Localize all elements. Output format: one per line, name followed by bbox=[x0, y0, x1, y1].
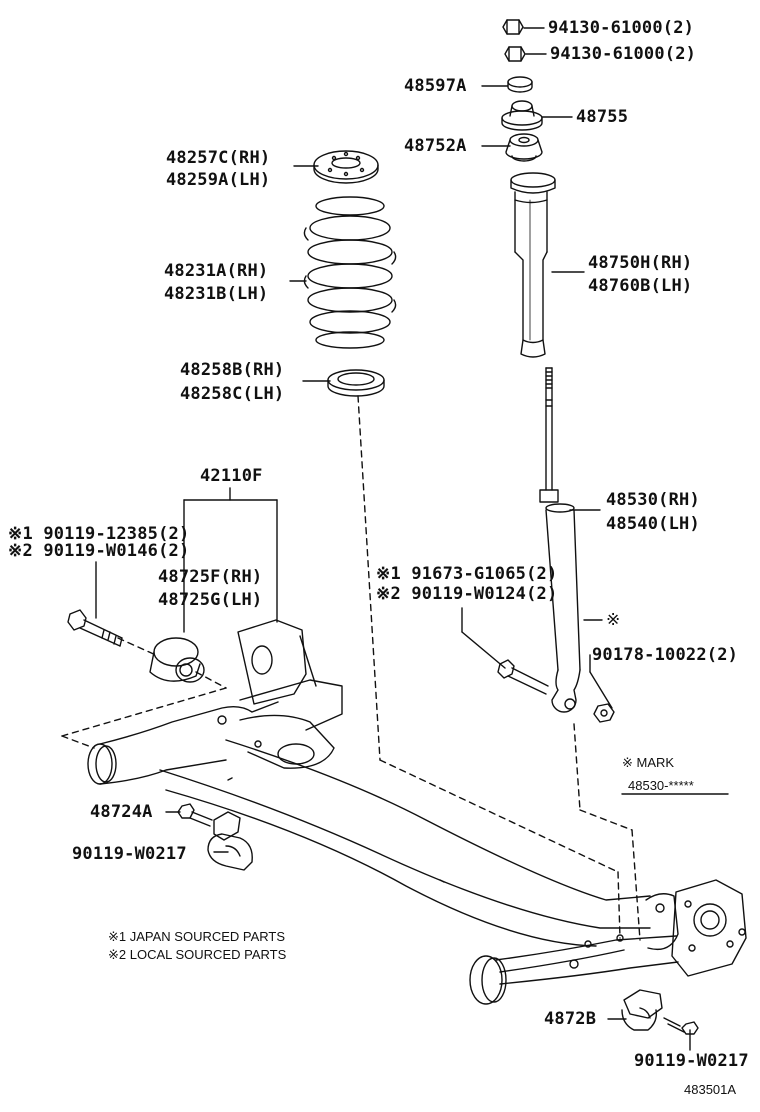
note-japan-sourced: ※1 JAPAN SOURCED PARTS bbox=[108, 929, 286, 944]
bolt-icon bbox=[497, 659, 549, 695]
bolt-icon bbox=[663, 1017, 699, 1035]
part-label-washer: 48597A bbox=[404, 76, 467, 96]
figure-id: 483501A bbox=[684, 1082, 737, 1097]
part-label-spring-seat-upper: 48259A(LH) bbox=[166, 170, 271, 190]
nut-icon bbox=[593, 703, 615, 723]
mount-lower-icon bbox=[505, 133, 543, 162]
part-label-mount-lower: 48752A bbox=[404, 136, 467, 156]
shock-absorber-icon bbox=[539, 367, 581, 713]
part-label-bolt: 48724A bbox=[90, 802, 153, 822]
part-label-axle: 42110F bbox=[200, 466, 263, 486]
part-label-nut: 94130-61000(2) bbox=[548, 18, 695, 38]
part-label-boot: 48760B(LH) bbox=[588, 276, 693, 296]
mark-symbol: ※ bbox=[606, 610, 621, 630]
part-label-absorber: 48540(LH) bbox=[606, 514, 700, 534]
alignment-dashes bbox=[61, 395, 641, 941]
part-label-absorber: 48530(RH) bbox=[606, 490, 700, 510]
part-label-boot: 48750H(RH) bbox=[588, 253, 693, 273]
part-label-spring: 48231A(RH) bbox=[164, 261, 269, 281]
coil-spring-icon bbox=[303, 196, 397, 349]
bracket-icon bbox=[207, 811, 253, 871]
part-label-spring-seat-lower: 48258B(RH) bbox=[180, 360, 285, 380]
axle-beam-icon bbox=[87, 619, 747, 1005]
part-label-nut: 94130-61000(2) bbox=[550, 44, 697, 64]
nut-icon bbox=[504, 46, 526, 62]
bushing-icon bbox=[149, 637, 205, 683]
mount-upper-icon bbox=[501, 100, 543, 131]
spring-seat-lower-icon bbox=[327, 369, 385, 397]
washer-icon bbox=[507, 76, 533, 93]
part-label-bolt: ※1 91673-G1065(2) bbox=[376, 564, 558, 584]
bracket-icon bbox=[621, 989, 663, 1031]
part-label-bushing: 48725F(RH) bbox=[158, 567, 263, 587]
boot-icon bbox=[510, 172, 556, 358]
bolt-icon bbox=[177, 803, 213, 827]
part-label-bolt: 90119-W0217 bbox=[634, 1051, 749, 1071]
spring-seat-upper-icon bbox=[313, 150, 379, 184]
part-label-bushing: 48725G(LH) bbox=[158, 590, 263, 610]
part-label-mount-upper: 48755 bbox=[576, 107, 629, 127]
part-label-bolt: ※2 90119-W0146(2) bbox=[8, 541, 190, 561]
mark-code: 48530-***** bbox=[628, 778, 694, 793]
part-label-spring: 48231B(LH) bbox=[164, 284, 269, 304]
mark-title: ※ MARK bbox=[622, 755, 675, 770]
part-label-spring-seat-upper: 48257C(RH) bbox=[166, 148, 271, 168]
bolt-icon bbox=[67, 609, 123, 647]
nut-icon bbox=[502, 19, 524, 35]
part-label-bracket: 4872B bbox=[544, 1009, 597, 1029]
part-label-bolt: 90119-W0217 bbox=[72, 844, 187, 864]
part-label-bolt: ※2 90119-W0124(2) bbox=[376, 584, 558, 604]
part-label-spring-seat-lower: 48258C(LH) bbox=[180, 384, 285, 404]
note-local-sourced: ※2 LOCAL SOURCED PARTS bbox=[108, 947, 287, 962]
part-label-nut: 90178-10022(2) bbox=[592, 645, 739, 665]
part-label-bolt: ※1 90119-12385(2) bbox=[8, 524, 190, 544]
